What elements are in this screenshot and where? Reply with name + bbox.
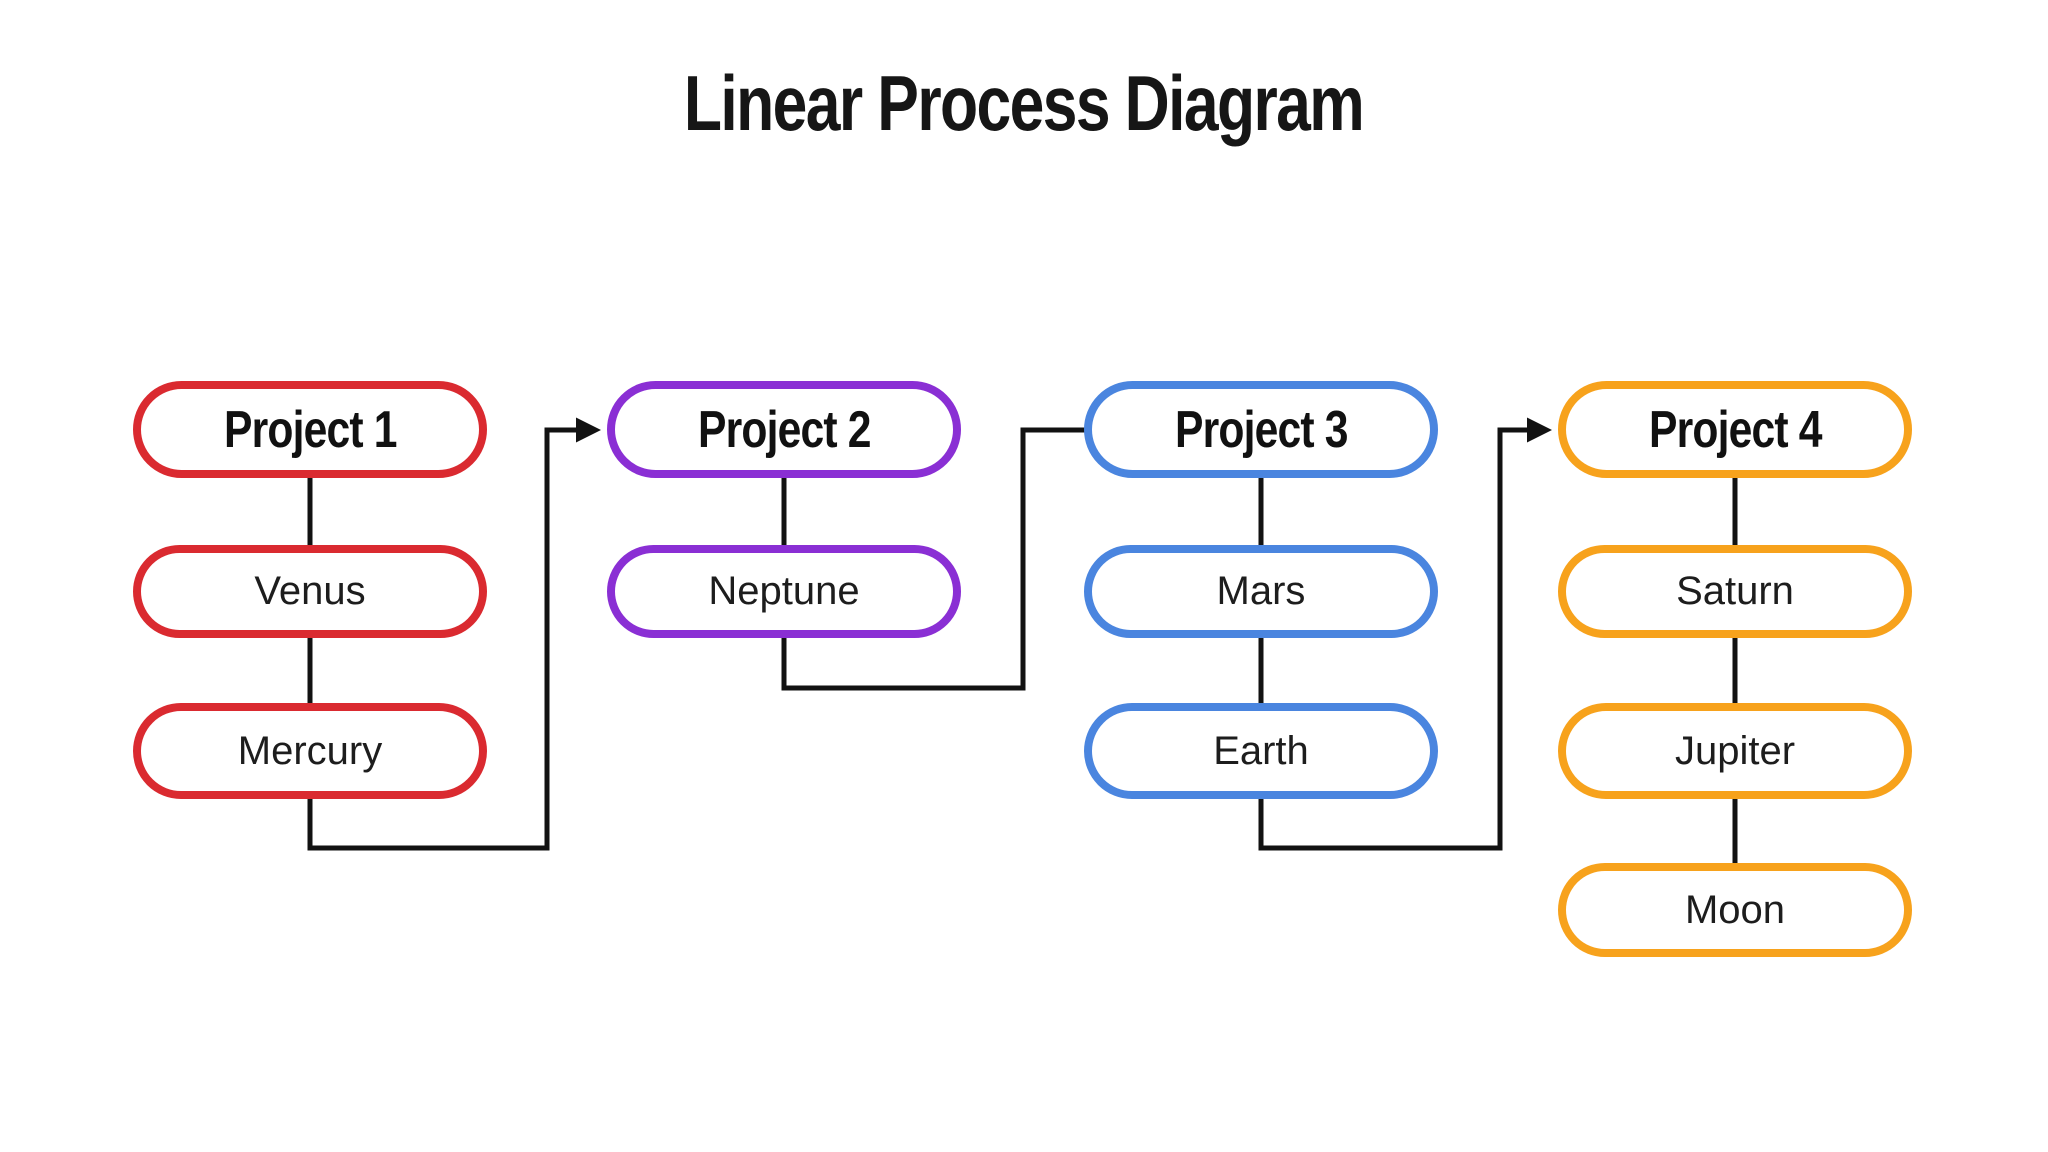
node-project-3: Project 3 bbox=[1084, 381, 1438, 478]
node-jupiter-label: Jupiter bbox=[1674, 728, 1796, 773]
node-project-4-label: Project 4 bbox=[1648, 400, 1823, 459]
flow-connector-neptune-project3 bbox=[781, 427, 1090, 691]
node-jupiter: Jupiter bbox=[1558, 703, 1912, 799]
diagram-title: Linear Process Diagram bbox=[0, 58, 2048, 149]
node-moon: Moon bbox=[1558, 863, 1912, 957]
node-moon-label: Moon bbox=[1684, 887, 1786, 932]
node-earth: Earth bbox=[1084, 703, 1438, 799]
flow-connector-mercury-project2 bbox=[307, 417, 601, 851]
node-saturn: Saturn bbox=[1558, 545, 1912, 638]
node-project-1: Project 1 bbox=[133, 381, 487, 478]
node-project-3-label: Project 3 bbox=[1174, 400, 1349, 459]
node-mars: Mars bbox=[1084, 545, 1438, 638]
node-venus: Venus bbox=[133, 545, 487, 638]
node-neptune: Neptune bbox=[607, 545, 961, 638]
node-mercury: Mercury bbox=[133, 703, 487, 799]
node-earth-label: Earth bbox=[1213, 728, 1309, 773]
node-mercury-label: Mercury bbox=[237, 728, 383, 773]
diagram-title-text: Linear Process Diagram bbox=[684, 59, 1365, 147]
node-venus-label: Venus bbox=[254, 569, 366, 613]
node-neptune-label: Neptune bbox=[708, 569, 860, 613]
column-vertical-links bbox=[307, 474, 1738, 867]
node-mars-label: Mars bbox=[1216, 569, 1306, 613]
column-project-4: Project 4 Saturn Jupiter Moon bbox=[1558, 0, 1912, 1152]
flow-connector-earth-project4 bbox=[1258, 417, 1552, 851]
node-project-2-label: Project 2 bbox=[697, 400, 872, 459]
column-project-1: Project 1 Venus Mercury bbox=[133, 0, 487, 1152]
node-project-2: Project 2 bbox=[607, 381, 961, 478]
node-project-1-label: Project 1 bbox=[223, 400, 398, 459]
node-project-4: Project 4 bbox=[1558, 381, 1912, 478]
column-project-2: Project 2 Neptune bbox=[607, 0, 961, 1152]
node-saturn-label: Saturn bbox=[1676, 569, 1794, 613]
column-project-3: Project 3 Mars Earth bbox=[1084, 0, 1438, 1152]
